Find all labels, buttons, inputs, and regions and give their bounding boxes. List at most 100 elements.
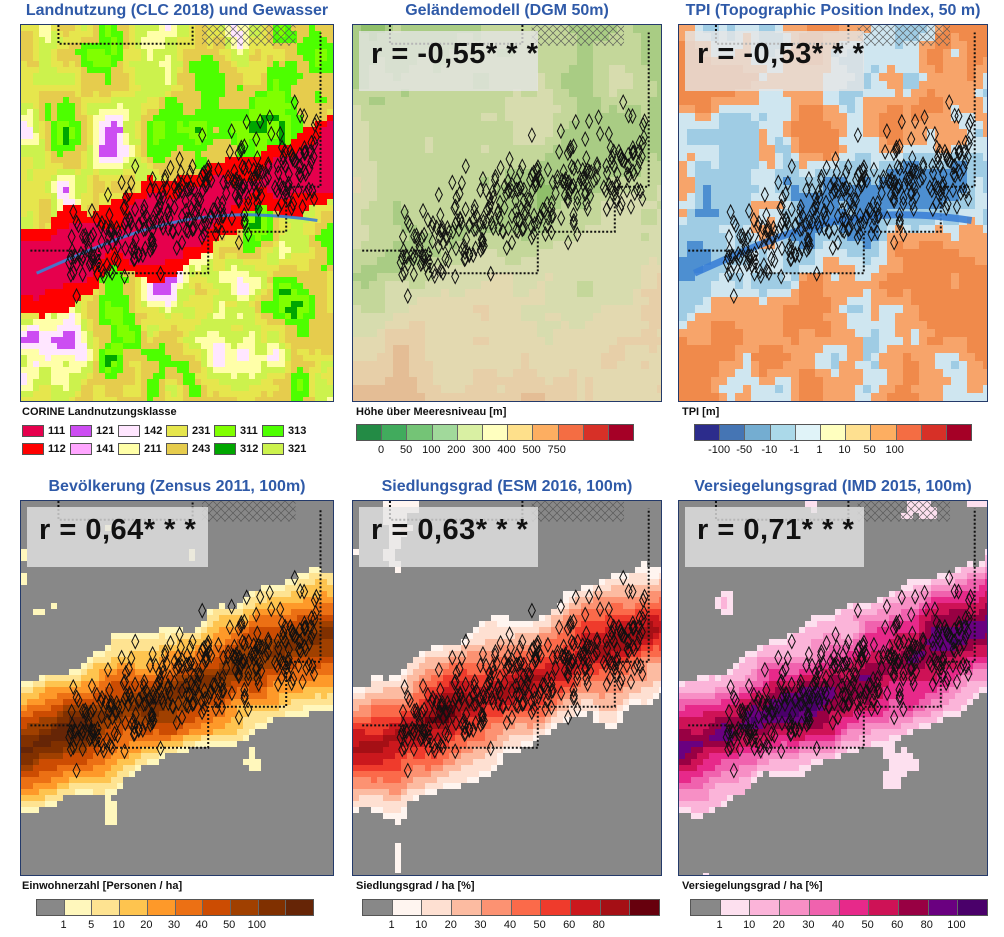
sample-point	[461, 676, 470, 693]
sample-point	[482, 688, 491, 705]
sample-point	[287, 675, 296, 692]
sample-point	[617, 670, 626, 687]
sample-point	[831, 150, 840, 168]
legend-swatch	[119, 900, 147, 915]
sample-point	[548, 682, 557, 699]
sample-point	[749, 686, 758, 703]
panel-title: Bevölkerung (Zensus 2011, 100m)	[48, 478, 306, 495]
sample-point	[90, 722, 99, 740]
sample-point	[244, 158, 253, 175]
sample-point	[200, 207, 209, 224]
sample-point	[965, 129, 974, 146]
sample-point	[626, 673, 636, 690]
sample-point	[290, 569, 299, 586]
sample-point	[476, 182, 485, 199]
sample-point	[744, 677, 754, 695]
sample-point	[573, 158, 582, 175]
sample-point	[296, 642, 305, 659]
hatched-area	[531, 25, 625, 46]
sample-point	[604, 601, 613, 618]
legend-swatch	[719, 900, 750, 915]
sample-point	[457, 174, 466, 192]
corine-item-312: 312	[214, 443, 258, 455]
sample-point	[175, 150, 184, 168]
sample-point	[624, 157, 633, 175]
sample-point	[762, 206, 771, 224]
sample-point	[434, 186, 443, 203]
sample-point	[862, 647, 871, 664]
sample-point	[619, 569, 628, 586]
legend-tick: -50	[736, 444, 753, 456]
sample-point	[869, 195, 878, 213]
sample-point	[482, 657, 491, 674]
sample-point	[281, 632, 290, 649]
sample-point	[478, 645, 487, 663]
sample-point	[628, 144, 637, 161]
sample-point	[538, 676, 547, 693]
sample-point	[890, 192, 899, 210]
sample-point	[148, 645, 157, 663]
sample-point	[783, 650, 792, 667]
sample-point	[300, 139, 309, 157]
panel-title: Landnutzung (CLC 2018) und Gewasser	[25, 2, 329, 19]
sample-point	[602, 157, 611, 174]
sample-point	[551, 660, 560, 677]
corine-code: 211	[144, 443, 162, 455]
sample-point	[276, 125, 285, 142]
sample-point	[81, 702, 90, 719]
sample-point	[117, 698, 127, 715]
sample-point	[421, 722, 430, 740]
sample-point	[893, 633, 902, 650]
sample-point	[582, 163, 591, 180]
sample-point	[252, 660, 261, 677]
sample-point	[105, 222, 114, 239]
sample-point	[613, 650, 622, 667]
sample-point	[791, 216, 800, 233]
sample-point	[103, 713, 112, 730]
sample-point	[895, 215, 904, 232]
point-symbols	[722, 94, 975, 305]
legend-swatch	[481, 425, 508, 440]
map-tpi: r = -0,53* * *	[678, 24, 988, 402]
sample-point	[911, 163, 920, 180]
sample-point	[86, 704, 95, 721]
sample-point	[911, 638, 920, 656]
sample-point	[928, 632, 937, 650]
sample-point	[308, 182, 317, 200]
sample-point	[300, 583, 309, 600]
corine-item-112: 112	[22, 443, 66, 455]
sample-point	[527, 602, 536, 619]
sample-point	[543, 636, 552, 654]
sample-point	[438, 219, 447, 237]
sample-point	[900, 176, 909, 194]
sample-point	[833, 207, 843, 225]
sample-point	[78, 722, 88, 740]
sample-point	[749, 211, 758, 228]
sample-point	[918, 169, 927, 186]
legend-swatch	[480, 900, 511, 915]
sample-point	[736, 248, 745, 265]
sample-point	[833, 682, 843, 700]
sample-point	[928, 201, 937, 218]
sample-point	[154, 674, 164, 692]
sample-point	[589, 172, 599, 189]
sample-point	[747, 722, 756, 740]
sample-point	[838, 221, 847, 239]
map-esm: r = 0,63* * *	[352, 500, 662, 876]
legend-tick: 10	[743, 919, 756, 931]
sample-point	[211, 700, 221, 718]
sample-point	[583, 637, 592, 654]
sample-point	[889, 190, 898, 207]
sample-point	[866, 202, 875, 219]
sample-point	[487, 214, 496, 232]
sample-point	[625, 642, 634, 659]
sample-point	[77, 725, 87, 743]
sample-point	[738, 702, 747, 719]
sample-point	[845, 192, 854, 209]
sample-point	[604, 125, 613, 142]
sample-point	[778, 189, 787, 206]
sample-point	[428, 233, 437, 250]
sample-point	[507, 234, 517, 251]
sample-point	[820, 695, 829, 712]
